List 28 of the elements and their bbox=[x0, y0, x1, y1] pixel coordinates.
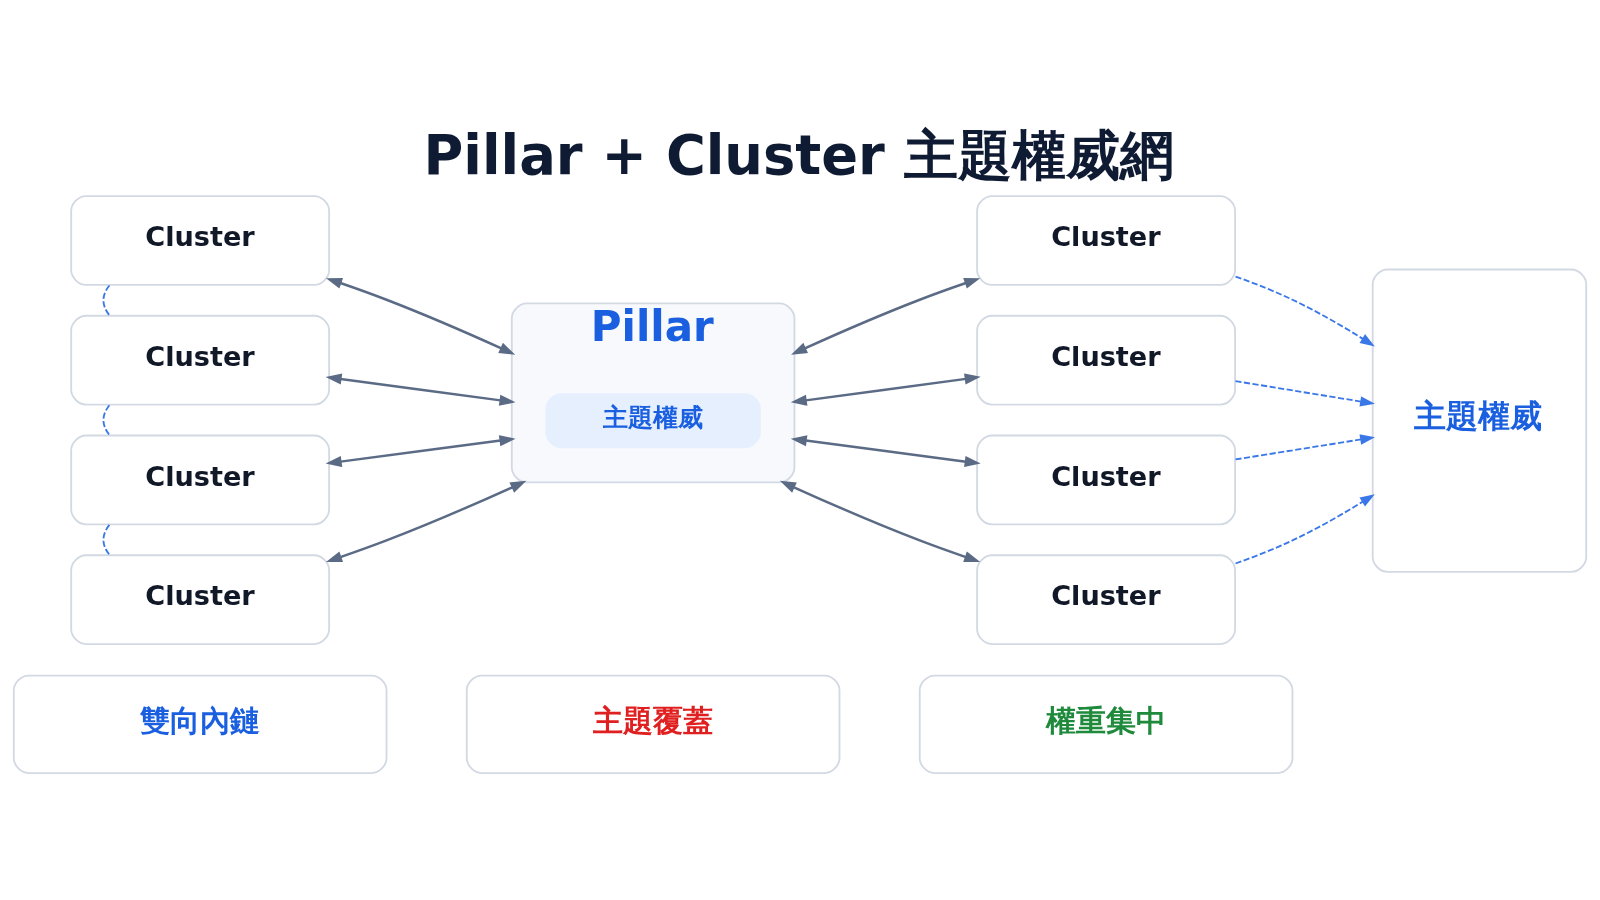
node-box: 主題權威 bbox=[1371, 268, 1588, 573]
node-box: Cluster bbox=[70, 314, 331, 406]
node-box: Cluster bbox=[976, 195, 1236, 286]
arrow bbox=[1234, 494, 1375, 565]
arrow bbox=[326, 277, 516, 355]
node-box: Cluster bbox=[70, 195, 331, 286]
arrow bbox=[326, 480, 527, 563]
node-box: Cluster bbox=[976, 434, 1236, 526]
node-box: Cluster bbox=[976, 314, 1236, 406]
node-box: Cluster bbox=[70, 554, 331, 645]
node-box: 雙向內鏈 bbox=[12, 674, 388, 774]
arrow bbox=[779, 480, 981, 563]
connector bbox=[102, 404, 111, 436]
arrow bbox=[791, 277, 981, 355]
node-box: 權重集中 bbox=[918, 674, 1294, 774]
connector bbox=[102, 284, 111, 317]
node-box: Cluster bbox=[70, 434, 331, 526]
node-box: 主題覆蓋 bbox=[465, 674, 841, 774]
arrow bbox=[1234, 380, 1375, 407]
arrow bbox=[325, 435, 516, 468]
node-box: Cluster bbox=[976, 554, 1236, 645]
connector bbox=[102, 524, 111, 556]
arrow bbox=[1234, 434, 1375, 461]
arrow bbox=[325, 373, 516, 406]
diagram-title: Pillar + Cluster 主題權威網 bbox=[423, 124, 1174, 188]
arrow bbox=[1234, 275, 1375, 347]
arrow bbox=[790, 435, 981, 468]
arrow bbox=[790, 373, 981, 406]
